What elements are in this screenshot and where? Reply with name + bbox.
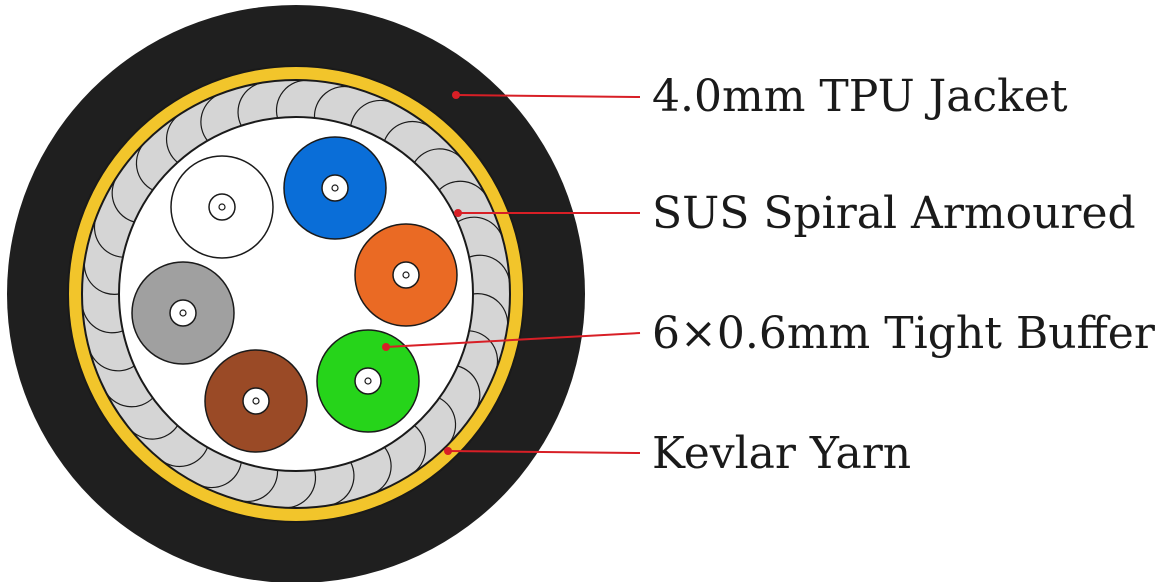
armour-scale-arc (411, 425, 427, 475)
fiber-green (316, 329, 420, 433)
label-sus-spiral-armoured: SUS Spiral Armoured (652, 188, 1136, 239)
fiber-orange (354, 223, 458, 327)
armour-scale-arc (284, 469, 317, 509)
armour-scale-arc (88, 348, 135, 372)
fiber-gray (131, 261, 235, 365)
label-tpu-jacket: 4.0mm TPU Jacket (652, 71, 1068, 122)
armour-spiral-scales (81, 79, 511, 509)
armour-scale-arc (413, 148, 464, 163)
label-tight-buffer: 6×0.6mm Tight Buffer (652, 308, 1156, 359)
fiber-blue (283, 136, 387, 240)
armour-scale-arc (438, 180, 488, 198)
armour-scale-arc (371, 446, 392, 495)
armour-scale-arc (275, 79, 308, 119)
armour-scale-arc (135, 141, 154, 191)
fiber-brown (204, 349, 308, 453)
armour-scale-arc (472, 293, 509, 329)
armour-scale-arc (237, 81, 264, 126)
armour-scale-arc (81, 304, 124, 334)
label-kevlar-yarn: Kevlar Yarn (652, 428, 911, 479)
leader-buffer (382, 332, 641, 351)
armour-scale-arc (383, 120, 432, 141)
armour-scale-arc (328, 462, 355, 507)
armour-scale-arc (313, 85, 353, 119)
leader-dot-kevlar (444, 447, 452, 455)
armour-scale-arc (104, 390, 154, 408)
armour-scale-arc (83, 259, 120, 295)
leader-kevlar (444, 447, 641, 455)
armour-scale-arc (128, 425, 179, 440)
armour-scale-arc (350, 99, 394, 126)
armour-scale-arc (160, 447, 209, 468)
armour-scale-arc (239, 469, 279, 503)
armour-scale-arc (200, 93, 221, 142)
leader-armour (454, 209, 640, 217)
armour-scale-arc (165, 113, 181, 163)
leader-jacket (452, 91, 641, 99)
leader-dot-armour (454, 209, 462, 217)
armour-scale-arc (111, 176, 135, 223)
leader-dot-buffer (382, 343, 390, 351)
armour-scale-arc (468, 254, 511, 284)
armour-scale-arc (469, 330, 499, 372)
armour-scale-arc (457, 365, 481, 412)
armour-scale-arc (438, 397, 457, 447)
fiber-white (170, 155, 274, 259)
armour-scale-arc (457, 216, 504, 240)
armour-scale-arc (93, 216, 123, 258)
leader-dot-jacket (452, 91, 460, 99)
armour-scale-arc (198, 462, 242, 489)
